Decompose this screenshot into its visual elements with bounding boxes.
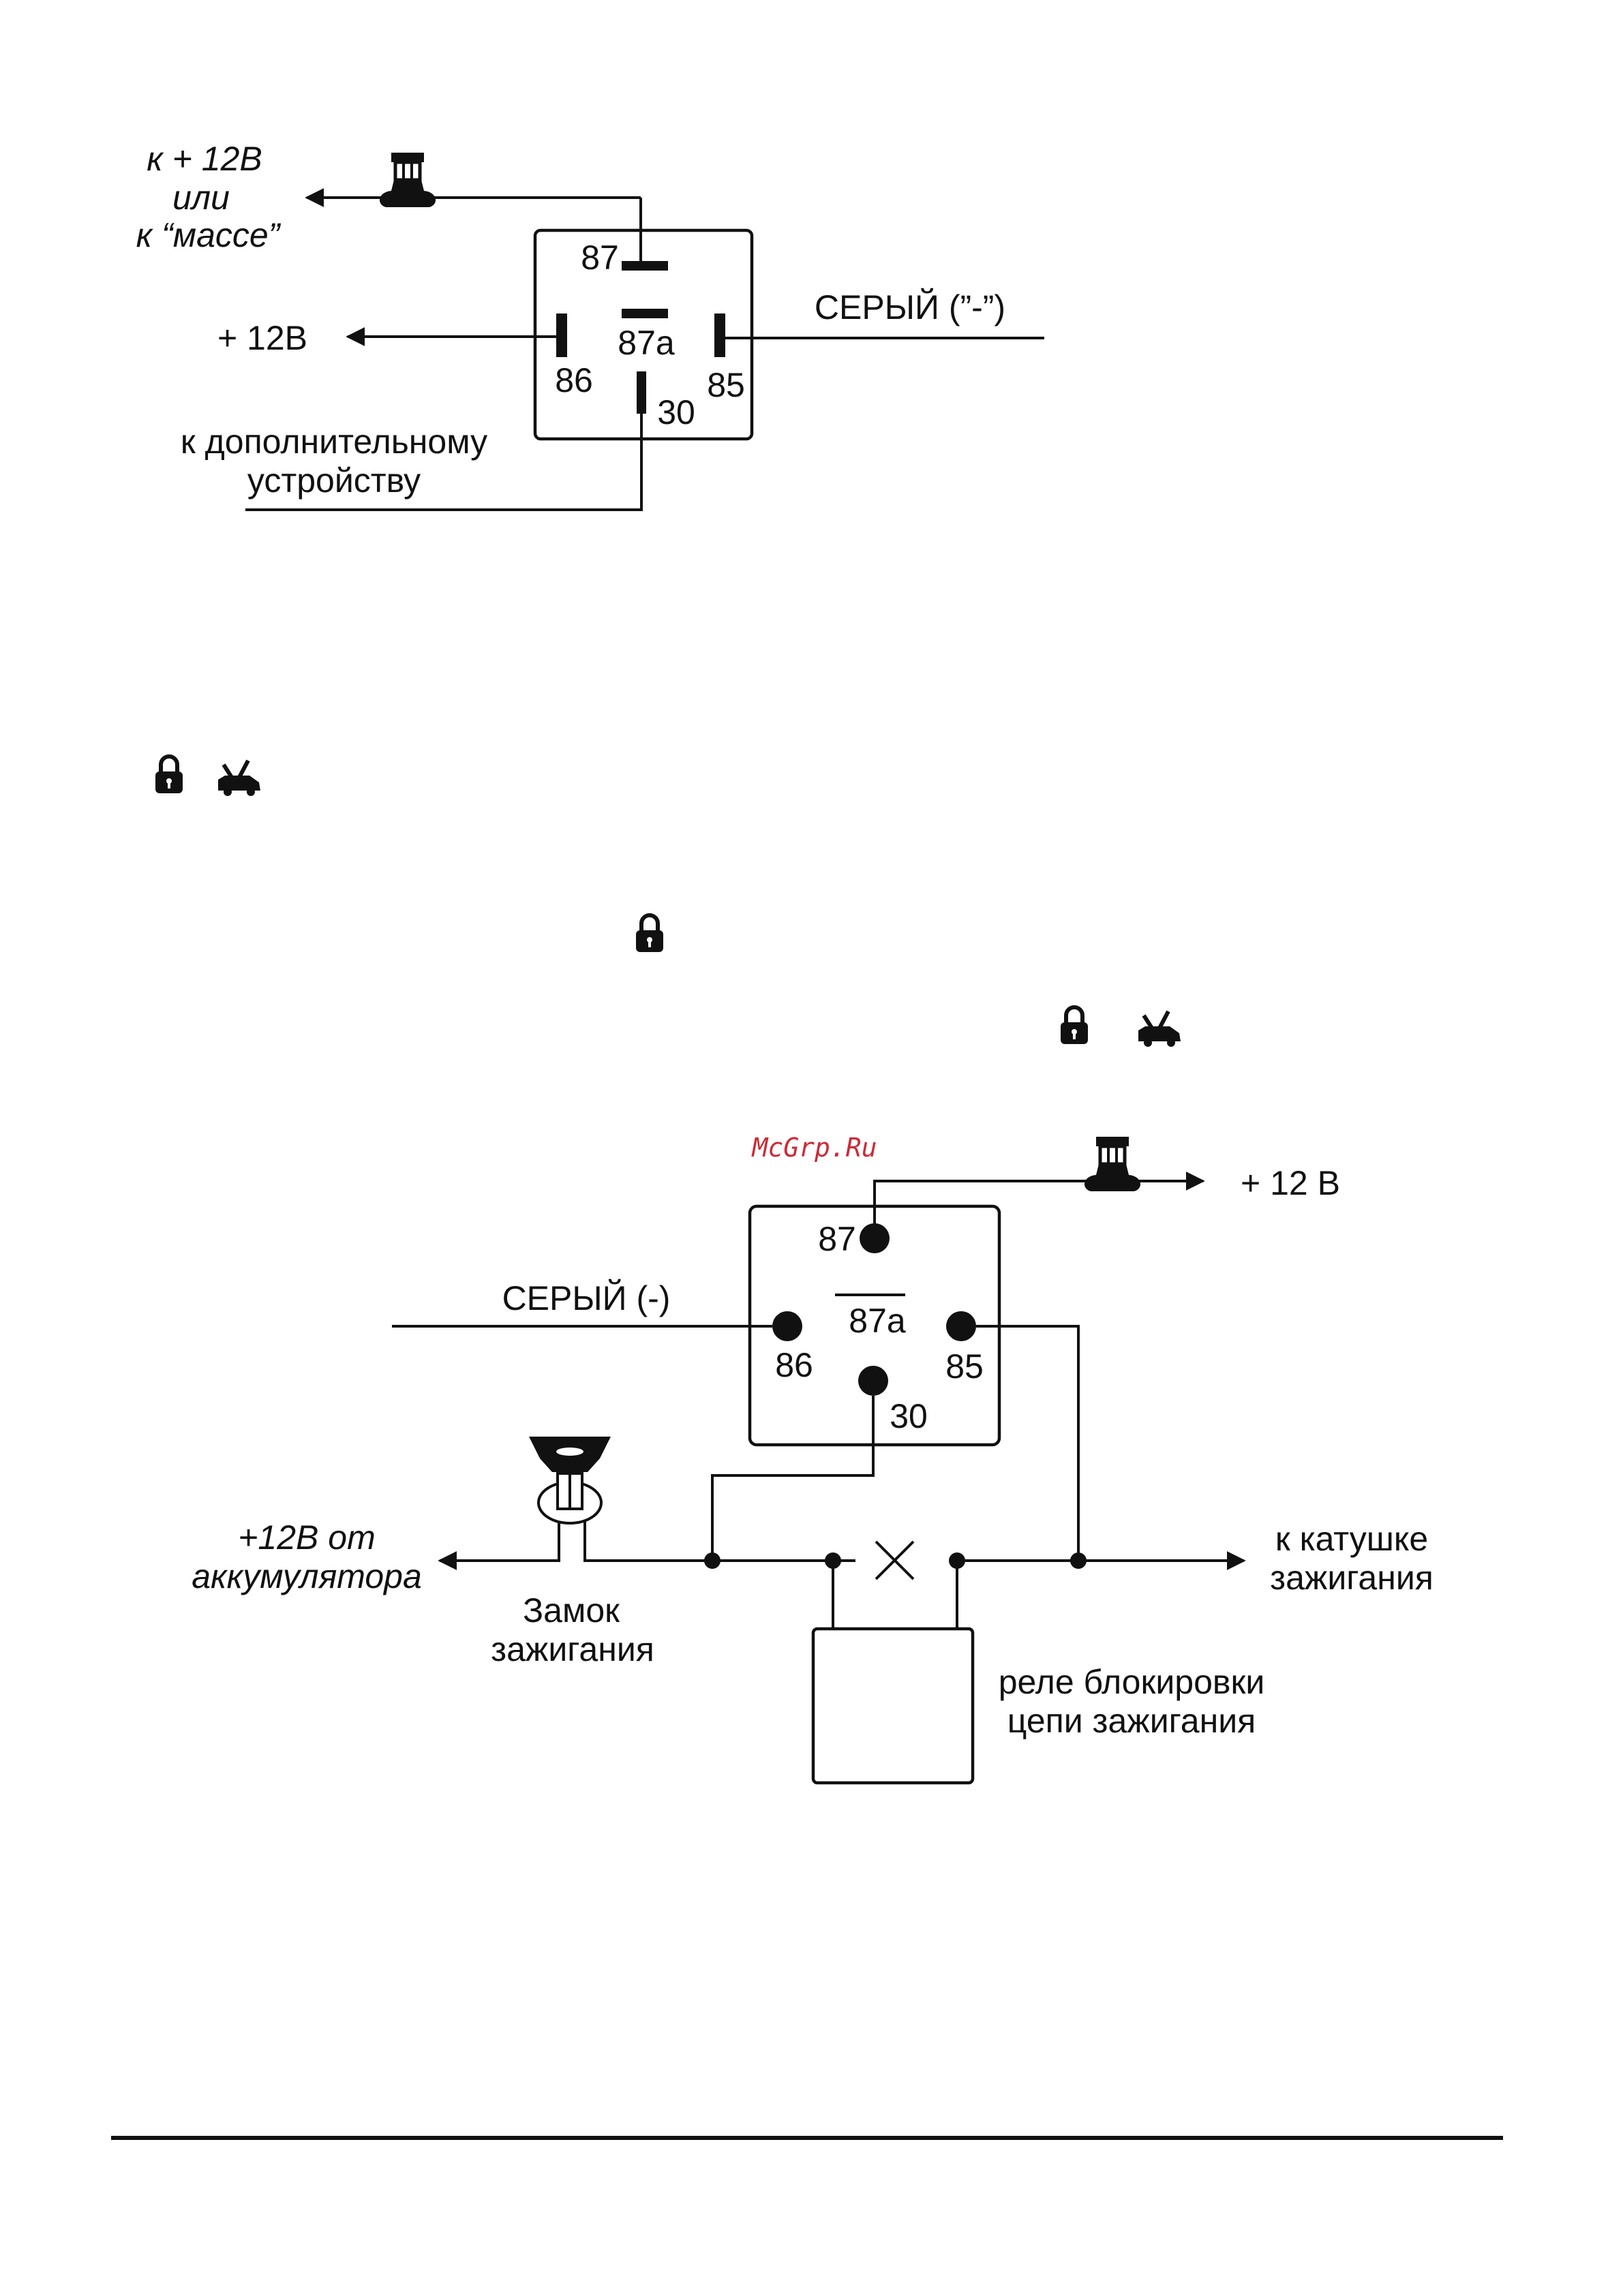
- car-trunk-icon: [1138, 1011, 1181, 1047]
- label-gray-wire-2: СЕРЫЙ (-): [502, 1279, 671, 1317]
- label-12v-or-ground-line3: к “массе”: [136, 216, 282, 254]
- pin-87-label: 87: [818, 1220, 856, 1258]
- pin-87-contact: [860, 1223, 890, 1253]
- wire-87-to-12v-arrow: [875, 1181, 1203, 1237]
- wire-lock-left: [440, 1521, 559, 1561]
- watermark-text: McGrp.Ru: [750, 1133, 877, 1163]
- pin-86-contact: [556, 313, 567, 357]
- pin-30-label: 30: [890, 1397, 928, 1435]
- ignition-lock-icon: [440, 1437, 712, 1561]
- label-device-line1: к дополнительному: [181, 423, 487, 461]
- pin-87a-contact: [622, 309, 668, 318]
- relay-diagram-1: к + 12В или к “массе” 87 87a 86 85 30 + …: [136, 140, 1044, 510]
- pin-87a-label: 87a: [618, 324, 675, 362]
- block-relay-box: [813, 1629, 973, 1783]
- junction-dot: [1070, 1552, 1087, 1569]
- label-12v-or-ground-line2: или: [172, 179, 230, 217]
- pin-30-contact: [637, 371, 646, 414]
- label-plus-12v-2: + 12 В: [1241, 1164, 1340, 1202]
- pin-85-label: 85: [945, 1347, 984, 1386]
- pin-86-contact: [772, 1311, 802, 1341]
- wire-30-to-battery-bus: [712, 1396, 873, 1561]
- pin-87-contact: [622, 261, 668, 271]
- relay-diagram-2: + 12 В 87 87a 86 85 30 СЕРЫЙ (-): [192, 1137, 1434, 1783]
- label-block-relay-line1: реле блокировки: [999, 1663, 1265, 1701]
- label-block-relay-line2: цепи зажигания: [1007, 1702, 1256, 1740]
- label-battery-line1: +12В от: [238, 1518, 376, 1557]
- label-coil-line1: к катушке: [1275, 1520, 1428, 1558]
- pin-30-contact: [858, 1366, 888, 1396]
- label-plus-12v: + 12В: [217, 319, 307, 357]
- label-gray-wire: СЕРЫЙ (”-”): [815, 288, 1005, 326]
- label-ignition-lock-line2: зажигания: [491, 1630, 654, 1668]
- car-trunk-icon: [218, 761, 260, 796]
- pin-86-label: 86: [775, 1346, 813, 1384]
- label-battery-line2: аккумулятора: [192, 1557, 422, 1595]
- label-ignition-lock-line1: Замок: [523, 1591, 620, 1629]
- wire-lock-right: [585, 1521, 712, 1561]
- pin-30-label: 30: [657, 393, 695, 431]
- pin-87-label: 87: [581, 239, 619, 277]
- label-coil-line2: зажигания: [1270, 1559, 1434, 1597]
- pin-85-contact: [946, 1311, 976, 1341]
- fuse-icon: [380, 153, 436, 207]
- pin-86-label: 86: [555, 361, 593, 399]
- pin-85-contact: [714, 313, 725, 357]
- lock-icon: [1061, 1007, 1088, 1044]
- label-device-line2: устройству: [247, 461, 421, 500]
- lock-icon: [155, 756, 183, 793]
- pin-87a-label: 87a: [849, 1302, 906, 1340]
- pin-85-label: 85: [707, 366, 745, 404]
- lock-icon: [636, 915, 663, 952]
- label-12v-or-ground-line1: к + 12В: [147, 140, 262, 178]
- fuse-icon: [1084, 1137, 1140, 1191]
